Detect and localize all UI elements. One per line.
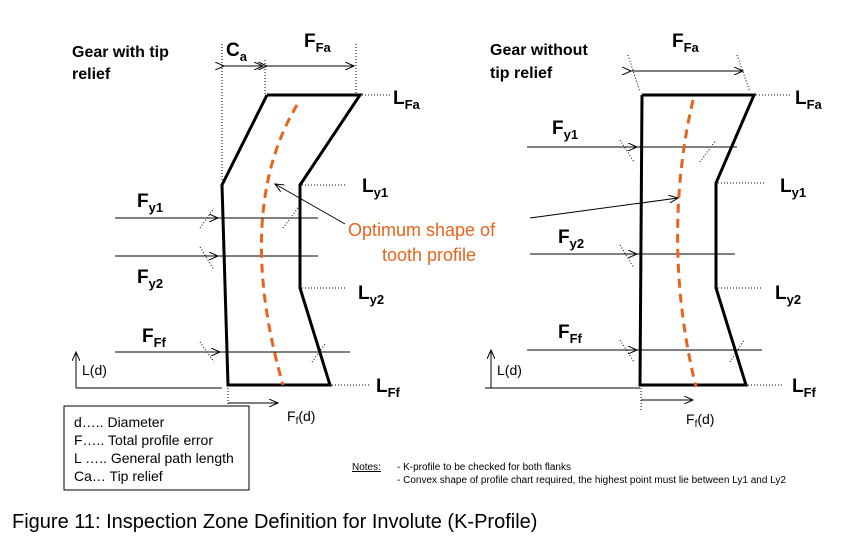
right-title-line2: tip relief xyxy=(490,65,553,82)
notes-label: Notes: xyxy=(352,462,381,473)
left-panel: Gear with tip relief Ca FFa LFa Ly1 Ly2 … xyxy=(72,31,421,427)
left-label-ca: Ca xyxy=(226,40,248,64)
left-fy1-tick-a xyxy=(199,207,215,229)
right-profile-outline xyxy=(638,93,757,387)
right-label-lfa: LFa xyxy=(795,88,823,112)
right-label-fff: FFf xyxy=(558,322,583,346)
right-ext-line-2 xyxy=(736,54,751,93)
left-label-ly2: Ly2 xyxy=(358,283,384,307)
left-label-lff: LFf xyxy=(376,376,401,400)
legend-item-path-length: L ….. General path length xyxy=(74,450,234,466)
left-label-ld: L(d) xyxy=(82,362,107,378)
left-label-fy2: Fy2 xyxy=(137,267,163,291)
right-label-ffa: FFa xyxy=(672,31,700,55)
left-label-fy1: Fy1 xyxy=(137,191,163,215)
notes-line1: - K-profile to be checked for both flank… xyxy=(397,462,571,473)
optimum-annotation: Optimum shape of tooth profile xyxy=(275,184,678,265)
right-fff-tick-b xyxy=(729,339,745,363)
left-fy2-tick-a xyxy=(199,246,215,271)
right-label-ffd: Ff(d) xyxy=(686,411,714,430)
left-label-ffa: FFa xyxy=(304,31,332,55)
right-label-lff: LFf xyxy=(792,376,817,400)
right-optimum-curve xyxy=(676,99,698,388)
right-label-ly1: Ly1 xyxy=(780,176,806,200)
left-label-fff: FFf xyxy=(142,326,167,350)
left-title-line1: Gear with tip xyxy=(72,44,169,61)
right-ext-line-1 xyxy=(627,54,641,93)
right-panel: Gear without tip relief FFa LFa Ly1 Ly2 … xyxy=(485,31,823,430)
left-title-line2: relief xyxy=(72,66,111,83)
right-fy1-tick-b xyxy=(699,139,717,163)
legend-frame xyxy=(63,405,250,491)
optimum-label-line2: tooth profile xyxy=(382,245,476,265)
legend-box: d….. Diameter F….. Total profile error L… xyxy=(63,405,250,491)
left-profile-outline xyxy=(220,93,363,387)
right-title-line1: Gear without xyxy=(490,42,588,59)
optimum-pointer-right xyxy=(529,198,678,219)
figure-caption: Figure 11: Inspection Zone Definition fo… xyxy=(12,511,537,533)
left-label-ly1: Ly1 xyxy=(362,176,388,200)
optimum-label-line1: Optimum shape of xyxy=(348,220,496,240)
right-label-ly2: Ly2 xyxy=(775,283,801,307)
left-label-ffd: Ff(d) xyxy=(287,408,315,427)
notes: Notes: - K-profile to be checked for bot… xyxy=(352,462,786,486)
legend-item-diameter: d….. Diameter xyxy=(74,414,165,430)
legend-item-profile-error: F….. Total profile error xyxy=(74,432,213,448)
legend-item-tip-relief: Ca… Tip relief xyxy=(74,468,163,484)
left-fy1-tick-b xyxy=(282,204,301,229)
left-optimum-curve xyxy=(259,104,299,386)
right-fy1-tick-a xyxy=(619,139,635,163)
left-fff-tick-b xyxy=(311,343,326,363)
right-fff-tick-a xyxy=(619,339,635,363)
left-label-lfa: LFa xyxy=(393,88,421,112)
notes-line2: - Convex shape of profile chart required… xyxy=(397,475,786,486)
right-label-fy2: Fy2 xyxy=(558,227,584,251)
left-fff-tick-a xyxy=(199,341,215,363)
optimum-pointer-left xyxy=(275,184,346,225)
right-label-fy1: Fy1 xyxy=(552,118,578,142)
right-fy2-tick-a xyxy=(619,244,635,269)
right-label-ld: L(d) xyxy=(497,362,522,378)
